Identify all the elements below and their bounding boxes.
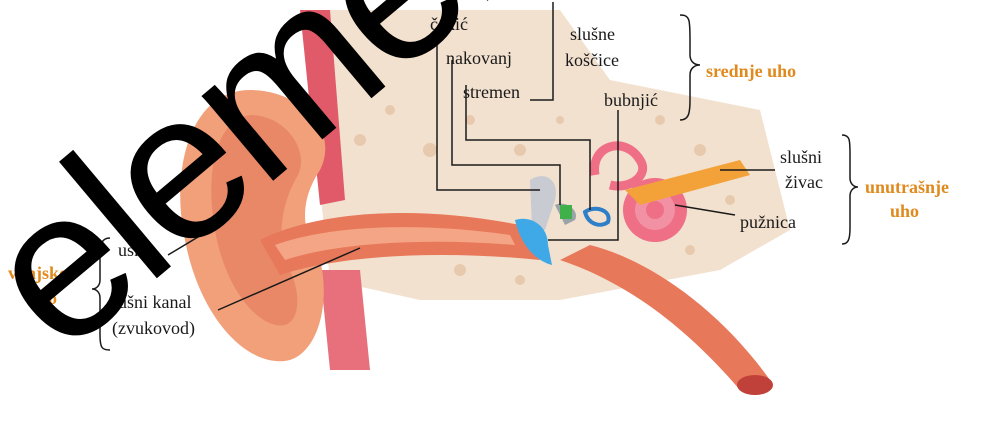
- oval-window: [560, 205, 572, 219]
- label-nerve-2: živac: [785, 172, 823, 192]
- tube-end: [737, 375, 773, 395]
- group-inner-ear-1: unutrašnje: [865, 176, 949, 198]
- label-eardrum: bubnjić: [604, 90, 658, 110]
- label-nerve-1: slušni: [780, 147, 822, 167]
- group-middle-ear: srednje uho: [706, 60, 796, 82]
- label-cochlea: pužnica: [740, 212, 796, 232]
- label-ossicles-2: koščice: [565, 50, 619, 70]
- group-inner-ear-2: uho: [890, 200, 919, 222]
- label-ossicles-1: slušne: [570, 24, 615, 44]
- label-stapes: stremen: [463, 82, 520, 102]
